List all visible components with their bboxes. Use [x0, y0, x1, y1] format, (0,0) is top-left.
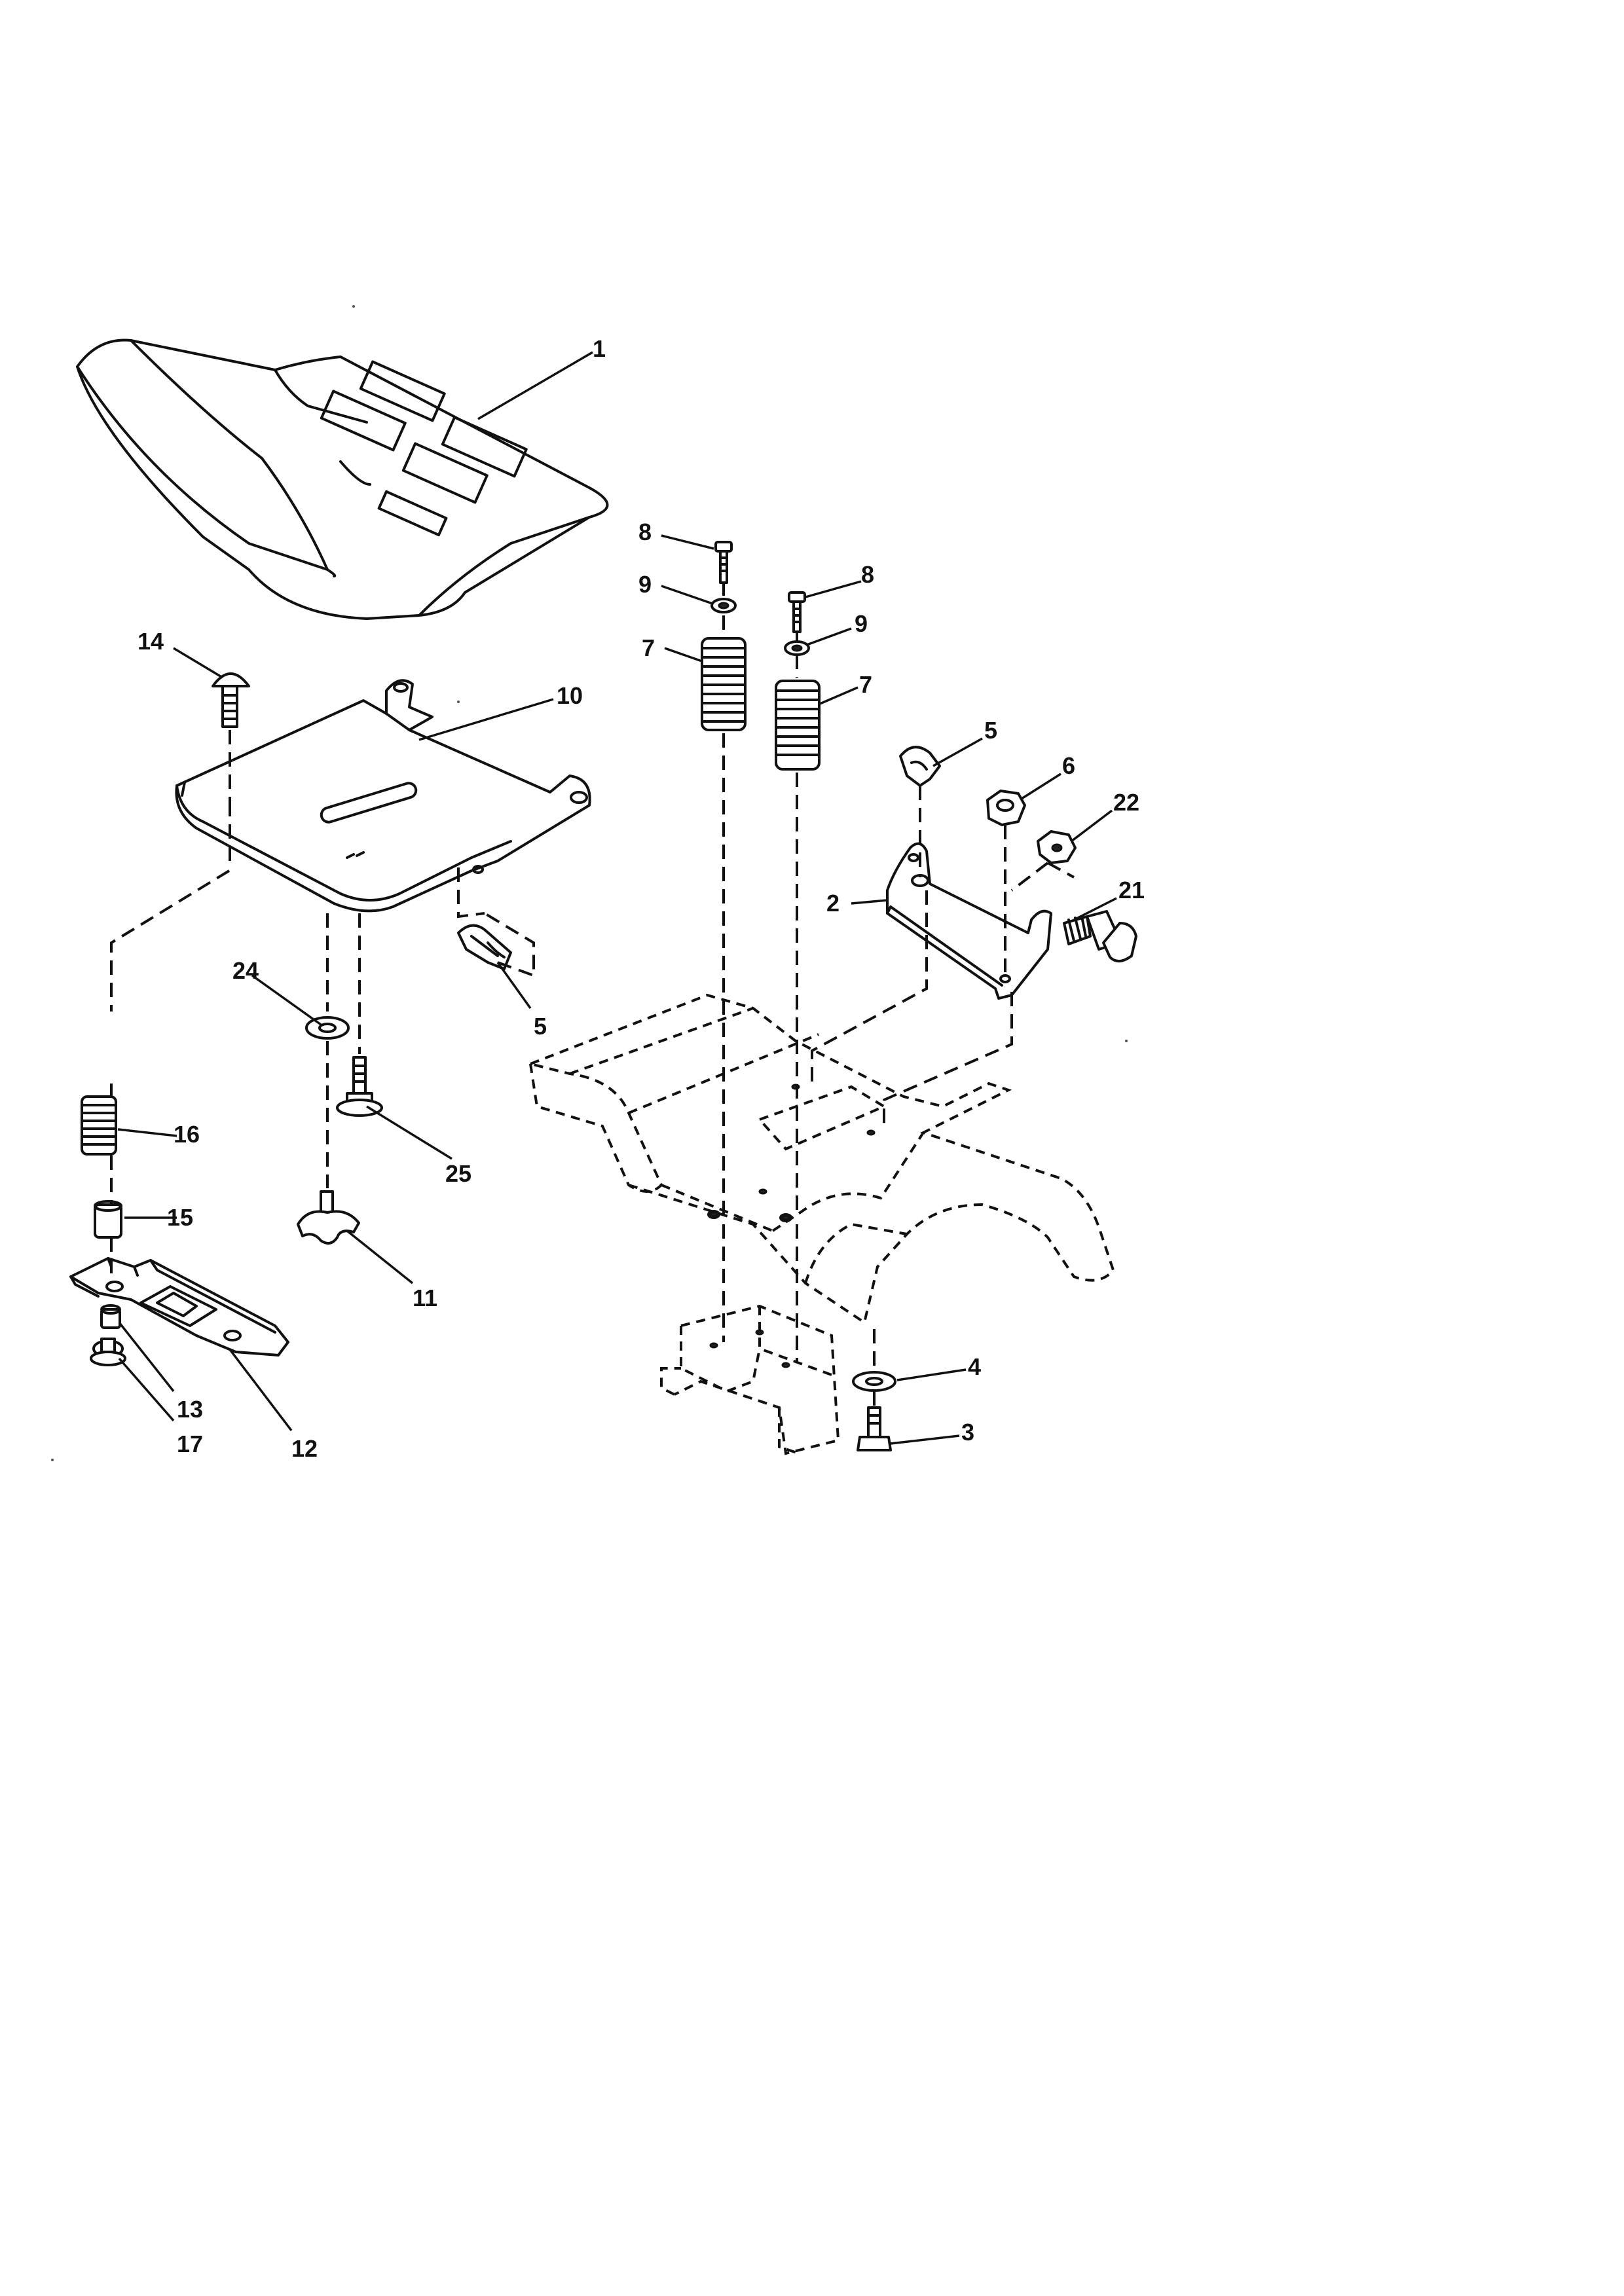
callout-12: 12: [291, 1435, 318, 1462]
callout-17: 17: [177, 1430, 203, 1457]
spring-part-7-left: [701, 637, 747, 731]
flange-nut-part-17: [90, 1338, 126, 1366]
spring-part-7-right: [775, 680, 821, 771]
callout-25: 25: [445, 1160, 471, 1187]
lock-nut-part-6: [986, 790, 1026, 826]
nut-part-22: [1037, 830, 1077, 864]
callout-leader-lines: [117, 351, 1117, 1445]
scan-specks: [51, 305, 1128, 1461]
bolt-part-3: [857, 1406, 892, 1451]
callout-15: 15: [167, 1204, 193, 1231]
carriage-bolt-part-14: [212, 672, 250, 728]
washer-part-4: [852, 1371, 896, 1392]
callout-6: 6: [1062, 752, 1075, 779]
callout-9-right: 9: [855, 610, 868, 637]
callout-7-left: 7: [642, 634, 655, 661]
callout-8-right: 8: [861, 561, 874, 588]
callout-9-left: 9: [638, 571, 652, 598]
spring-part-16: [81, 1095, 117, 1156]
washer-part-9-right: [784, 640, 810, 656]
washer-part-24: [305, 1016, 350, 1040]
knob-part-11: [297, 1190, 360, 1245]
callout-21: 21: [1118, 877, 1145, 903]
callout-7-right: 7: [859, 671, 872, 698]
bracket-part-2: [886, 842, 1052, 1000]
screw-part-8-left: [714, 541, 733, 584]
callout-labels: 1 14 10 5 24 25 11 16 15 12 13 17 8 9 7 …: [138, 335, 1145, 1462]
bracket-plate-part-12: [69, 1257, 289, 1357]
shoulder-bolt-part-25: [336, 1056, 383, 1117]
seat-part-1: [76, 338, 609, 620]
spacer-part-15: [94, 1200, 122, 1239]
washer-part-9-left: [710, 598, 737, 613]
callout-5-left: 5: [534, 1013, 547, 1040]
clip-part-5-left: [457, 924, 512, 970]
callout-2: 2: [826, 890, 840, 917]
callout-10: 10: [557, 682, 583, 709]
callout-8-left: 8: [638, 519, 652, 545]
assembly-centerlines: [110, 583, 1075, 1406]
clip-part-5-right: [899, 746, 941, 787]
callout-1: 1: [593, 335, 606, 362]
callout-5-right: 5: [984, 717, 997, 744]
shoulder-bolt-part-21: [1063, 910, 1137, 962]
callout-11: 11: [413, 1285, 437, 1311]
seat-pan-part-10: [175, 679, 591, 913]
callout-3: 3: [961, 1419, 974, 1446]
frame-phantom-outline: [529, 993, 1115, 1455]
nut-part-13: [100, 1304, 121, 1329]
callout-24: 24: [232, 957, 259, 984]
callout-13: 13: [177, 1396, 203, 1423]
callout-16: 16: [174, 1121, 200, 1148]
screw-part-8-right: [788, 591, 806, 633]
callout-4: 4: [968, 1353, 981, 1380]
callout-14: 14: [138, 628, 164, 655]
callout-22: 22: [1113, 789, 1139, 816]
